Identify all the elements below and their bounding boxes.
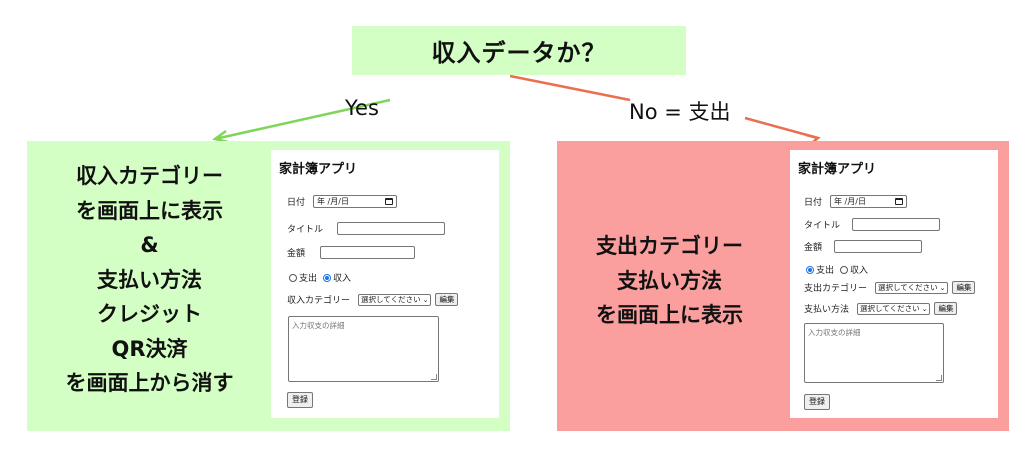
income-radio[interactable] [840, 265, 849, 274]
payment-method-select[interactable]: 選択してください ⌄ [857, 302, 931, 315]
title-label: タイトル [287, 225, 324, 235]
income-radio-label: 収入 [850, 266, 869, 276]
textarea-placeholder: 入力収支の詳細 [808, 328, 861, 337]
calendar-icon[interactable] [895, 198, 904, 205]
chevron-down-icon: ⌄ [939, 283, 946, 292]
resize-handle-icon[interactable] [936, 375, 942, 381]
yes-line: を画面上に表示 [76, 198, 223, 223]
edit-payment-button[interactable]: 編集 [934, 302, 958, 315]
no-line: 支払い方法 [617, 268, 722, 293]
title-label: タイトル [804, 221, 841, 231]
decision-question: 収入データか？ [431, 39, 607, 67]
income-category-select[interactable]: 選択してください ⌄ [358, 293, 432, 306]
income-radio[interactable] [323, 273, 332, 282]
date-placeholder: 年 /月/日 [317, 197, 349, 206]
yes-arrow-line [214, 98, 391, 141]
expense-category-row: 支出カテゴリー 選択してください ⌄ 編集 [804, 281, 976, 294]
expense-category-label: 支出カテゴリー [804, 284, 868, 294]
no-arrow-line-2 [744, 116, 819, 140]
expense-radio[interactable] [289, 273, 297, 282]
edit-category-button[interactable]: 編集 [952, 281, 976, 294]
date-label: 日付 [287, 198, 306, 208]
date-label: 日付 [804, 198, 823, 208]
no-line: 支出カテゴリー [596, 234, 743, 258]
no-line: を画面上に表示 [596, 303, 743, 327]
expense-app-screenshot: 家計簿アプリ 日付 年 /月/日 タイトル 金額 支出 収入 支出カテゴリー 選… [790, 150, 998, 418]
type-radio-row: 支出 収入 [806, 263, 874, 276]
title-row: タイトル [287, 222, 446, 235]
submit-button[interactable]: 登録 [287, 392, 313, 408]
date-row: 日付 年 /月/日 [287, 195, 398, 208]
amount-input[interactable] [834, 240, 923, 253]
amount-label: 金額 [287, 249, 306, 259]
no-description: 支出カテゴリー 支払い方法 を画面上に表示 [557, 229, 782, 333]
no-arrow-line [509, 74, 631, 102]
calendar-icon[interactable] [385, 198, 394, 205]
app-title: 家計簿アプリ [279, 162, 358, 177]
income-radio-label: 収入 [333, 274, 352, 284]
app-title: 家計簿アプリ [798, 162, 877, 177]
select-placeholder: 選択してください [860, 304, 920, 313]
submit-button[interactable]: 登録 [804, 394, 830, 410]
yes-line: 収入カテゴリー [76, 164, 223, 188]
yes-line: 支払い方法 [97, 267, 202, 292]
title-input[interactable] [852, 218, 941, 231]
amount-input[interactable] [320, 246, 416, 259]
amount-label: 金額 [804, 243, 823, 253]
date-placeholder: 年 /月/日 [834, 197, 866, 206]
select-placeholder: 選択してください [361, 295, 421, 304]
yes-line: & [140, 233, 159, 257]
details-textarea[interactable]: 入力収支の詳細 [804, 323, 944, 383]
resize-handle-icon[interactable] [431, 374, 437, 380]
yes-line: を画面上から消す [65, 371, 234, 395]
no-label: No = 支出 [629, 100, 731, 124]
payment-method-label: 支払い方法 [804, 305, 850, 315]
amount-row: 金額 [287, 246, 416, 259]
income-category-row: 収入カテゴリー 選択してください ⌄ 編集 [287, 293, 459, 306]
select-placeholder: 選択してください [878, 283, 938, 292]
edit-category-button[interactable]: 編集 [435, 293, 459, 306]
income-category-label: 収入カテゴリー [287, 296, 351, 306]
decision-box: 収入データか？ [352, 26, 686, 75]
chevron-down-icon: ⌄ [422, 295, 429, 304]
title-input[interactable] [337, 222, 446, 235]
yes-line: QR決済 [111, 336, 188, 361]
date-row: 日付 年 /月/日 [804, 195, 908, 208]
expense-radio[interactable] [806, 265, 814, 274]
yes-description: 収入カテゴリー を画面上に表示 & 支払い方法 クレジット QR決済 を画面上か… [27, 159, 272, 401]
details-textarea[interactable]: 入力収支の詳細 [288, 316, 439, 382]
amount-row: 金額 [804, 240, 923, 253]
income-app-screenshot: 家計簿アプリ 日付 年 /月/日 タイトル 金額 支出 収入 収入カテゴリー 選… [271, 150, 499, 418]
expense-radio-label: 支出 [299, 274, 318, 284]
type-radio-row: 支出 収入 [289, 271, 357, 284]
payment-method-row: 支払い方法 選択してください ⌄ 編集 [804, 302, 958, 315]
yes-label: Yes [345, 96, 379, 120]
date-input[interactable]: 年 /月/日 [313, 195, 398, 208]
date-input[interactable]: 年 /月/日 [830, 195, 908, 208]
expense-radio-label: 支出 [816, 266, 835, 276]
expense-category-select[interactable]: 選択してください ⌄ [875, 281, 949, 294]
yes-line: クレジット [97, 302, 202, 326]
textarea-placeholder: 入力収支の詳細 [292, 321, 345, 330]
chevron-down-icon: ⌄ [921, 304, 928, 313]
title-row: タイトル [804, 218, 941, 231]
